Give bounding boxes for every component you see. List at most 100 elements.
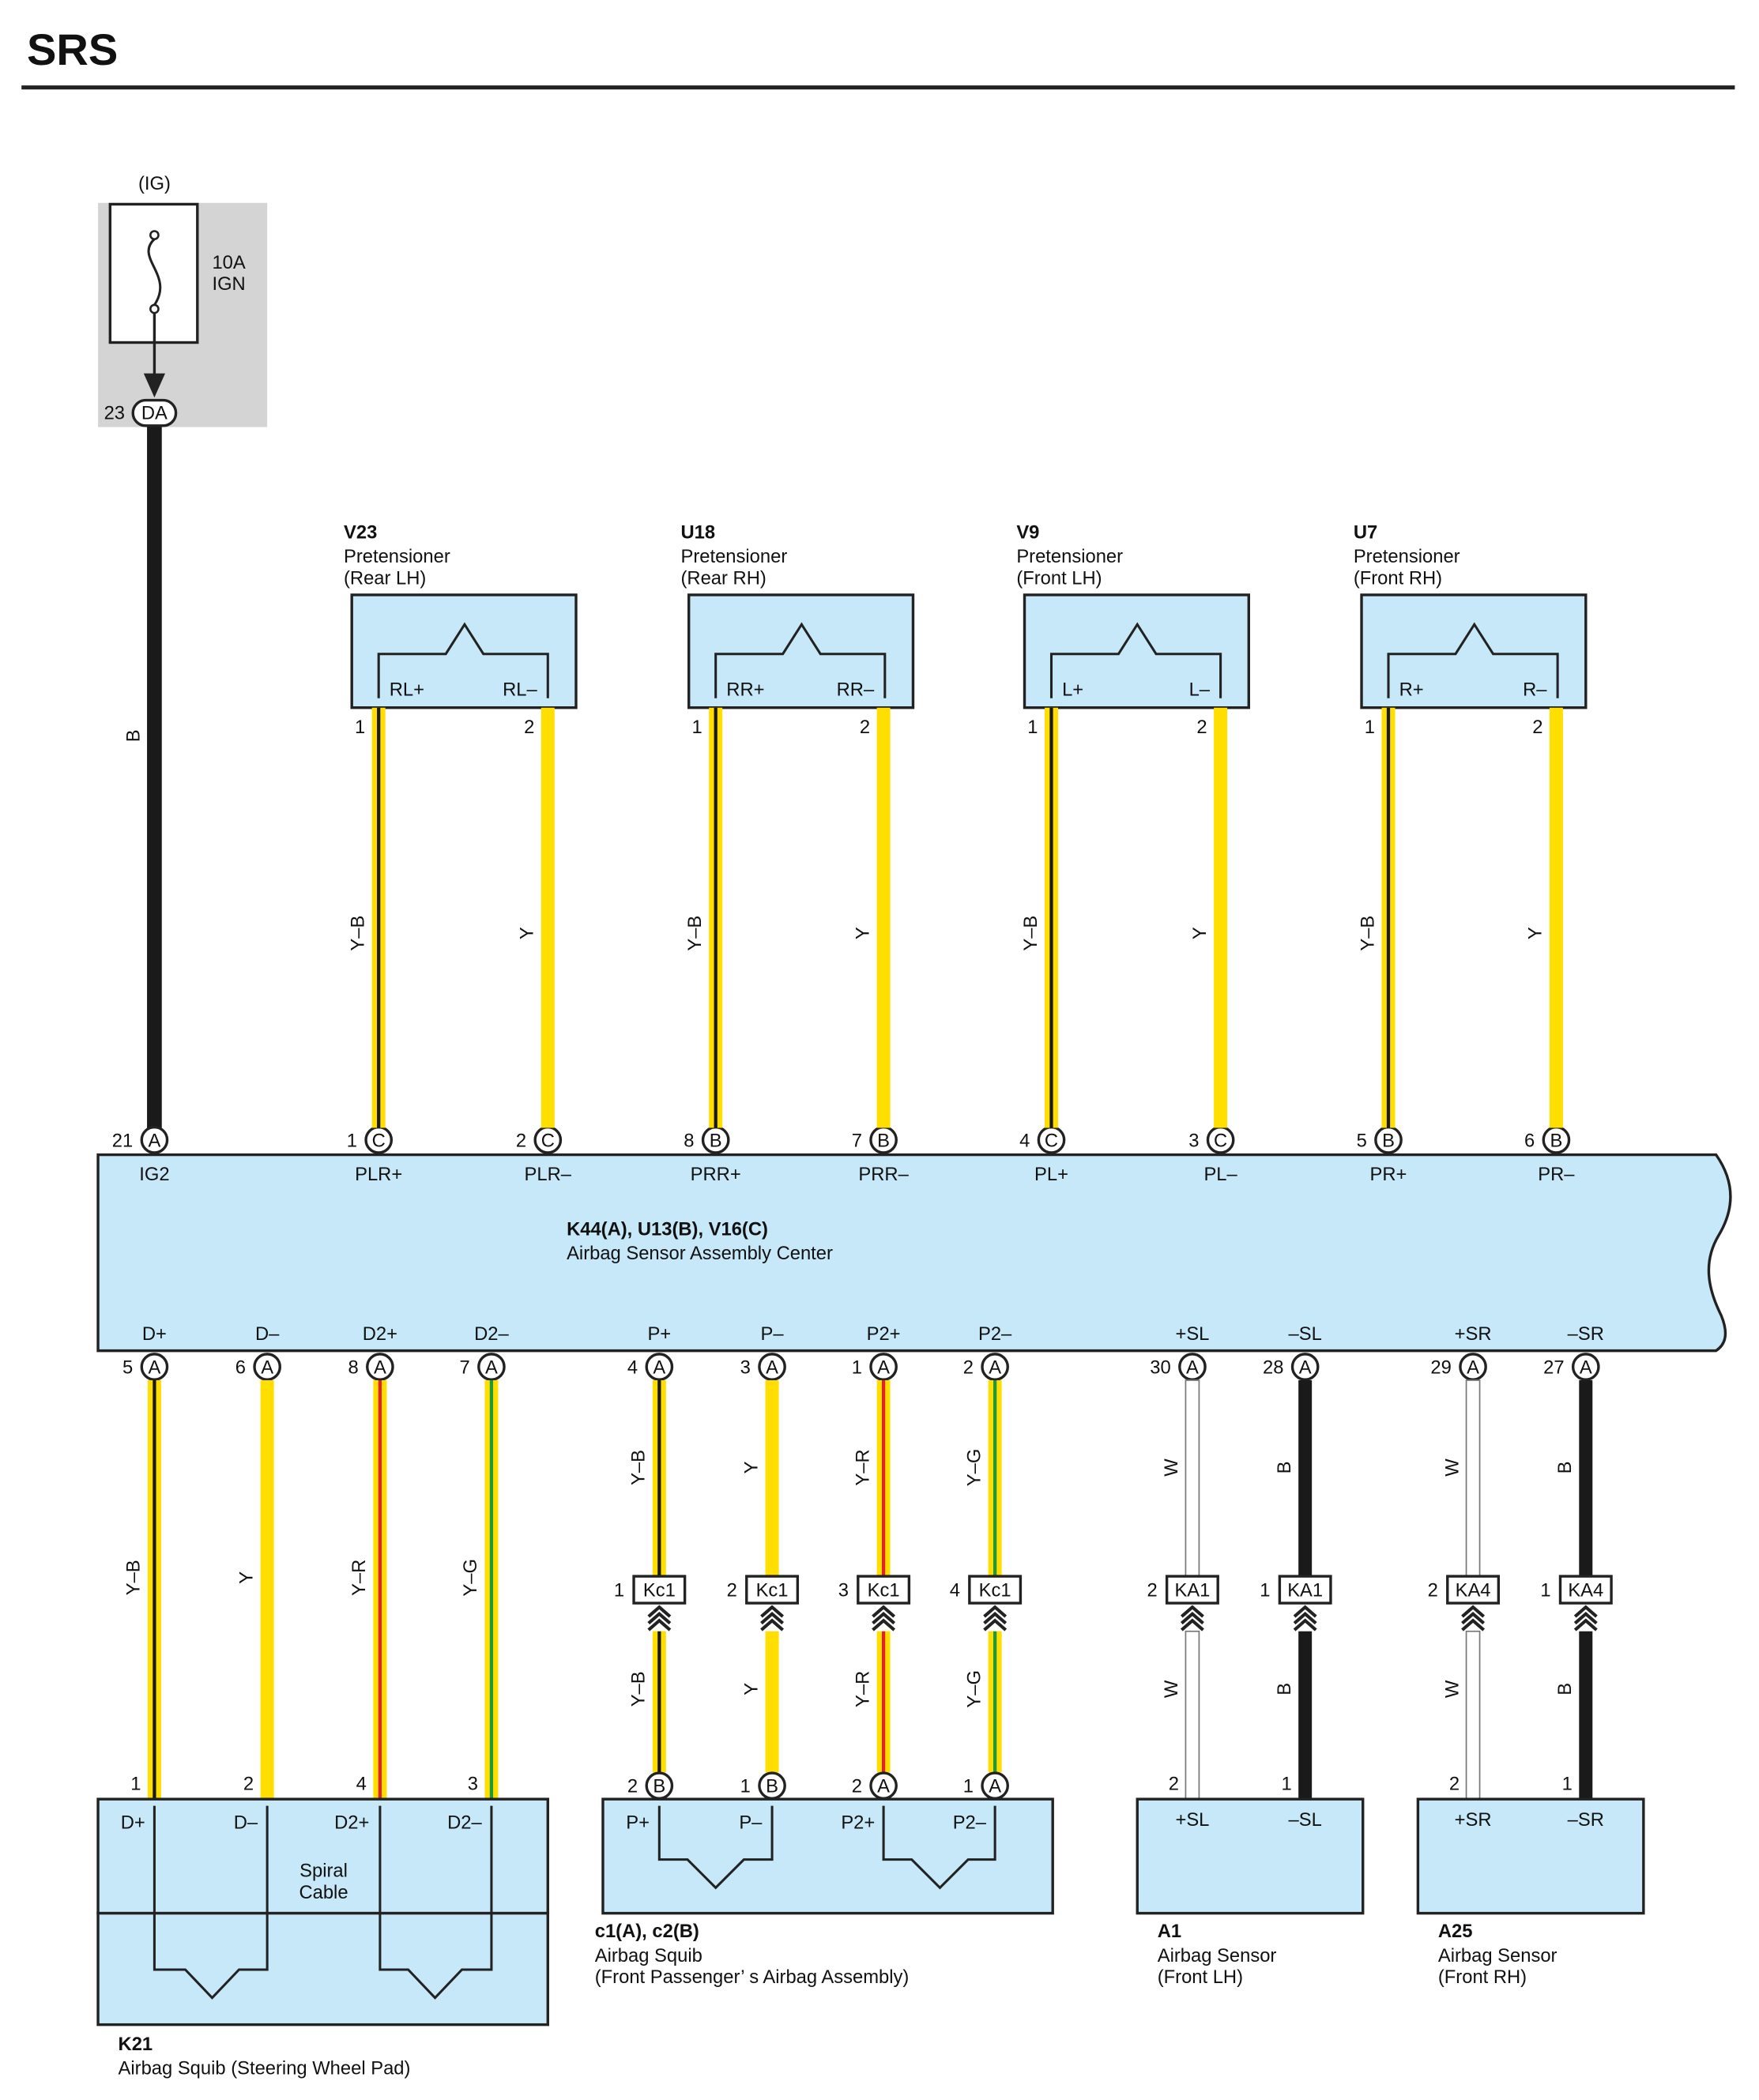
center-bottom-pin-connector xyxy=(477,1353,506,1381)
a25-sensor-code: A25 xyxy=(1438,1921,1473,1942)
pretensioner-neg-pin: 2 xyxy=(1532,717,1542,738)
center-top-pin-number: 7 xyxy=(852,1130,862,1151)
center-bottom-pin-connector-letter: A xyxy=(261,1357,273,1379)
junction-pin: 1 xyxy=(1540,1580,1550,1601)
center-top-pin-connector-letter: C xyxy=(1214,1130,1227,1151)
pretensioner-code: U7 xyxy=(1354,522,1377,544)
pretensioner-neg-terminal: R– xyxy=(1523,679,1547,700)
pretensioner-box xyxy=(1360,593,1588,709)
center-top-pin-number: 2 xyxy=(516,1130,526,1151)
junction-pin: 2 xyxy=(1428,1580,1438,1601)
center-bottom-terminal: +SL xyxy=(1175,1323,1209,1345)
center-top-terminal: PL– xyxy=(1203,1164,1237,1185)
center-bottom-pin-number: 29 xyxy=(1430,1357,1451,1379)
center-top-terminal: PLR+ xyxy=(355,1164,402,1185)
a1-sensor-neg-terminal: –SL xyxy=(1289,1809,1322,1831)
fuse-group-label: (IG) xyxy=(138,173,171,194)
junction-pin: 1 xyxy=(614,1580,624,1601)
pretensioner-element-icon xyxy=(714,622,887,698)
sensor-upper-wire xyxy=(1465,1379,1481,1577)
junction-connector-label: KA1 xyxy=(1287,1580,1323,1601)
junction-chevron-icon xyxy=(1461,1618,1485,1631)
sensor-end-pin: 1 xyxy=(1562,1773,1573,1794)
driver-squib-wire-label: Y–B xyxy=(123,1560,145,1595)
pretensioner-box xyxy=(687,593,915,709)
a1-sensor-code: A1 xyxy=(1158,1921,1181,1942)
center-bottom-pin-number: 2 xyxy=(963,1357,974,1379)
center-bottom-terminal: P+ xyxy=(647,1323,671,1345)
center-bottom-pin-number: 28 xyxy=(1263,1357,1283,1379)
junction-connector xyxy=(632,1575,687,1605)
center-top-pin-connector-letter: B xyxy=(710,1130,722,1151)
center-top-pin-connector-letter: C xyxy=(541,1130,555,1151)
junction-chevron-icon xyxy=(1573,1611,1598,1625)
passenger-squib-sub: (Front Passenger’ s Airbag Assembly) xyxy=(595,1966,910,1988)
sensor-end-pin: 2 xyxy=(1449,1773,1460,1794)
driver-squib-pin: 3 xyxy=(468,1773,478,1794)
passenger-end-connector-letter: B xyxy=(653,1776,665,1797)
pretensioner-element-icon xyxy=(1387,622,1559,698)
a25-sensor-pos-terminal: +SR xyxy=(1455,1809,1492,1831)
pretensioner-pos-pin: 1 xyxy=(355,717,365,738)
center-bottom-terminal: P2+ xyxy=(867,1323,901,1345)
k21-squib-element-icon xyxy=(153,1805,269,2000)
pretensioner-pos-pin: 1 xyxy=(1365,717,1375,738)
k21-squib-element-icon xyxy=(379,1805,493,2000)
fuse-icon xyxy=(147,230,162,314)
passenger-end-connector-letter: B xyxy=(766,1776,778,1797)
passenger-squib-code: c1(A), c2(B) xyxy=(595,1921,699,1942)
center-bottom-pin-number: 3 xyxy=(740,1357,751,1379)
junction-chevron-icon xyxy=(647,1618,672,1631)
a1-sensor-name: Airbag Sensor xyxy=(1158,1945,1277,1966)
passenger-squib-box xyxy=(601,1797,1054,1915)
center-bottom-pin-connector-letter: A xyxy=(653,1357,665,1379)
center-top-pin-number: 8 xyxy=(684,1130,694,1151)
center-top-pin-connector-letter: B xyxy=(877,1130,890,1151)
sensor-lower-wire-label: B xyxy=(1554,1683,1576,1695)
center-bottom-pin-connector xyxy=(645,1353,674,1381)
sensor-end-pin: 1 xyxy=(1281,1773,1291,1794)
center-bottom-terminal: D2+ xyxy=(363,1323,397,1345)
junction-chevron-icon xyxy=(872,1611,896,1625)
center-bottom-pin-connector xyxy=(1290,1353,1320,1381)
passenger-end-connector-letter: A xyxy=(989,1776,1001,1797)
center-bottom-pin-connector-letter: A xyxy=(766,1357,778,1379)
fuse-arrow-icon xyxy=(143,373,166,398)
center-assembly-box xyxy=(96,1153,1732,1353)
center-top-pin-connector-letter: A xyxy=(148,1130,160,1151)
sensor-upper-wire-label: B xyxy=(1554,1462,1576,1474)
driver-squib-pin: 1 xyxy=(130,1773,141,1794)
page-title: SRS xyxy=(27,24,118,74)
k21-code: K21 xyxy=(119,2034,153,2055)
sensor-lower-wire-label: B xyxy=(1274,1683,1295,1695)
center-bottom-terminal: D+ xyxy=(142,1323,167,1345)
passenger-squib-terminal: P– xyxy=(739,1812,763,1834)
center-bottom-pin-connector xyxy=(366,1353,394,1381)
a25-sensor-box xyxy=(1416,1797,1645,1915)
passenger-end-pin: 1 xyxy=(963,1776,974,1797)
k21-upper-box xyxy=(96,1797,549,1915)
passenger-end-pin: 2 xyxy=(627,1776,638,1797)
pretensioner-box xyxy=(1023,593,1250,709)
sensor-upper-wire-label: W xyxy=(1161,1458,1182,1477)
k21-name: Airbag Squib (Steering Wheel Pad) xyxy=(119,2058,411,2079)
a25-sensor-name: Airbag Sensor xyxy=(1438,1945,1557,1966)
pretensioner-neg-pin: 2 xyxy=(1196,717,1207,738)
center-top-pin-connector-letter: B xyxy=(1382,1130,1395,1151)
junction-pin: 2 xyxy=(727,1580,737,1601)
a1-sensor-position: (Front LH) xyxy=(1158,1966,1243,1988)
pretensioner-neg-wire-label: Y xyxy=(1525,927,1546,939)
k21-spiral-label: Spiral xyxy=(299,1861,348,1882)
pretensioner-neg-wire-label: Y xyxy=(852,927,873,939)
pretensioner-name: Pretensioner xyxy=(681,546,788,567)
junction-chevron-icon xyxy=(1180,1605,1204,1618)
pretensioner-box xyxy=(350,593,578,709)
junction-connector xyxy=(1558,1575,1613,1605)
junction-connector-label: KA1 xyxy=(1174,1580,1210,1601)
fuse-connector xyxy=(131,398,178,427)
junction-chevron-icon xyxy=(1293,1618,1317,1631)
pretensioner-neg-terminal: RR– xyxy=(837,679,875,700)
pretensioner-pos-wire-label: Y–B xyxy=(1020,916,1041,951)
center-bottom-pin-number: 7 xyxy=(460,1357,470,1379)
junction-pin: 1 xyxy=(1260,1580,1270,1601)
